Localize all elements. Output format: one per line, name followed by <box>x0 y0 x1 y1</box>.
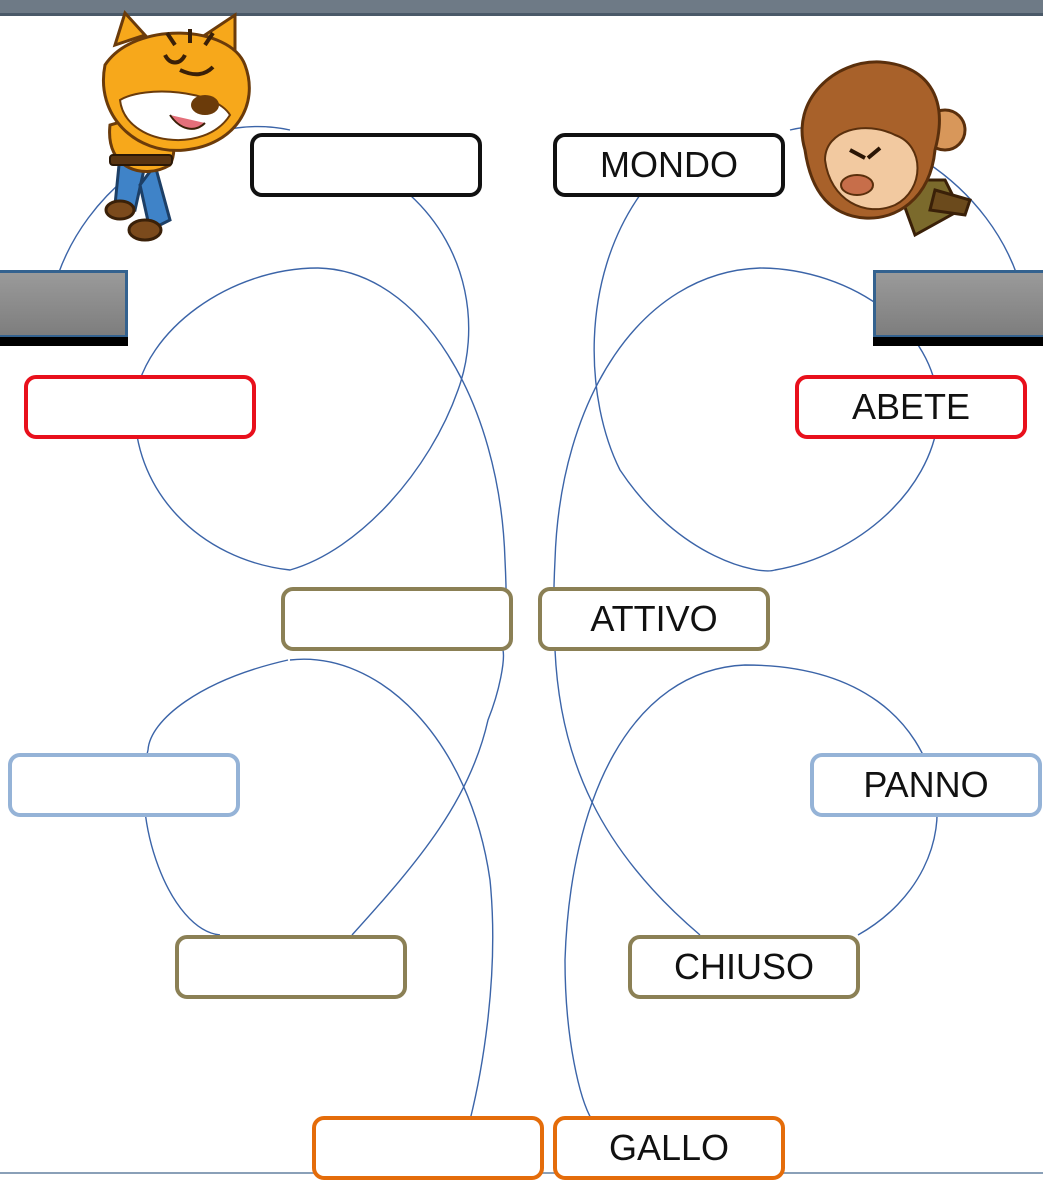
link-line <box>564 664 938 1121</box>
word-box-left-3[interactable] <box>281 587 513 651</box>
word-box-left-6[interactable] <box>312 1116 544 1180</box>
right-platform <box>873 270 1043 346</box>
word-box-right-5[interactable]: CHIUSO <box>628 935 860 999</box>
word-box-right-2[interactable]: ABETE <box>795 375 1027 439</box>
link-line <box>289 658 494 1121</box>
word-box-right-4[interactable]: PANNO <box>810 753 1042 817</box>
link-line <box>554 649 701 936</box>
word-box-left-5[interactable] <box>175 935 407 999</box>
word-box-right-1[interactable]: MONDO <box>553 133 785 197</box>
tiger-icon <box>102 10 251 242</box>
word-box-left-1[interactable] <box>250 133 482 197</box>
left-platform <box>0 270 128 346</box>
word-box-right-3[interactable]: ATTIVO <box>538 587 770 651</box>
monkey-icon <box>800 60 972 238</box>
link-line <box>142 659 289 936</box>
word-box-left-2[interactable] <box>24 375 256 439</box>
word-box-left-4[interactable] <box>8 753 240 817</box>
top-bar <box>0 0 1043 16</box>
word-box-right-6[interactable]: GALLO <box>553 1116 785 1180</box>
link-line <box>351 649 505 936</box>
